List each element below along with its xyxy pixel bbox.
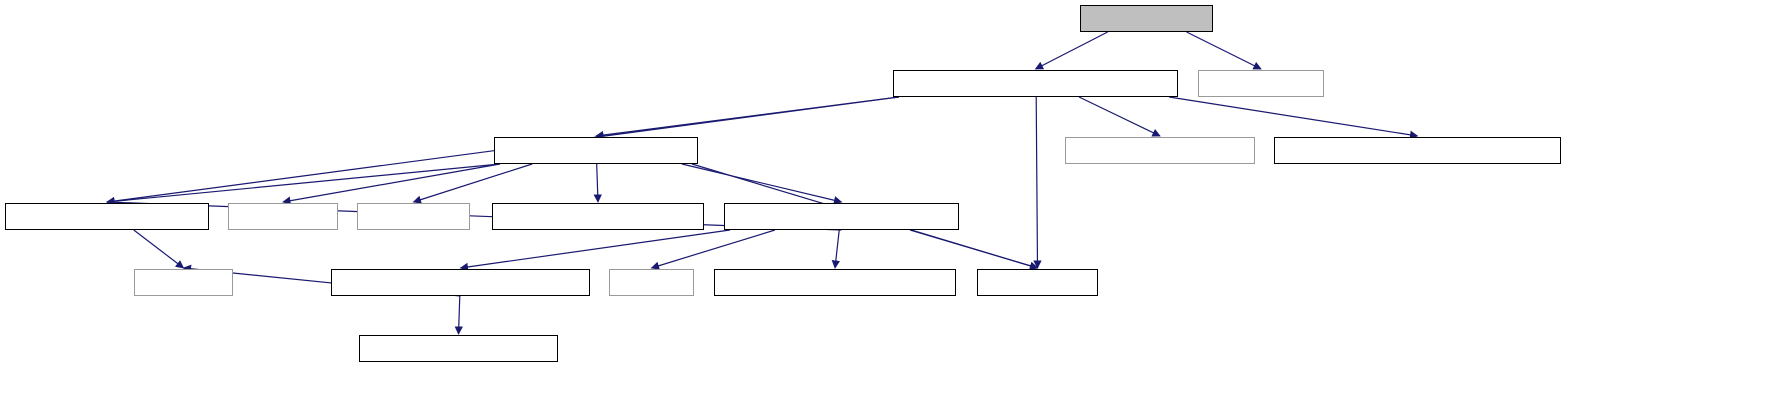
graph-edge xyxy=(133,229,185,269)
graph-edge xyxy=(282,163,501,205)
graph-node-orbsvcs-ssliop-ssliop-current-impl-inl[interactable] xyxy=(714,269,956,296)
graph-edge xyxy=(1033,96,1042,269)
graph-edge xyxy=(454,295,463,335)
graph-edge xyxy=(650,229,776,270)
graph-node-tao-iiop-acceptor-h[interactable] xyxy=(1198,70,1324,97)
graph-edge xyxy=(831,229,841,269)
graph-node-ace-config-all-h[interactable] xyxy=(134,269,233,296)
graph-node-tao-localobject-h[interactable] xyxy=(357,203,470,230)
graph-node-orbsvcs-ssliop-ssliop-current-h[interactable] xyxy=(494,137,698,164)
graph-edge xyxy=(1186,31,1262,70)
graph-edge xyxy=(106,163,501,206)
graph-node-iiop-ssl-acceptor-h[interactable] xyxy=(1080,5,1213,32)
graph-node-orbsvcs-security-sl3-securitycurrent-impl-h[interactable] xyxy=(331,269,590,296)
graph-edge xyxy=(909,229,1039,270)
graph-edge xyxy=(1034,31,1108,70)
graph-node-orbsvcs-ssliop-iiop-ssl-connection-handler-inl[interactable] xyxy=(1274,137,1561,164)
graph-edge xyxy=(595,96,900,140)
graph-edge xyxy=(593,163,602,203)
graph-node-orbsvcs-ssliopc-h[interactable] xyxy=(977,269,1098,296)
graph-node-orbsvcs-ssliop-ssliop-current-impl-h[interactable] xyxy=(724,203,959,230)
graph-node-orbsvcs-security-security-export-h[interactable] xyxy=(359,335,558,362)
graph-node-orbsvcs-ssliop-ssliop-export-h[interactable] xyxy=(5,203,209,230)
graph-node-openssl-ssl-h[interactable] xyxy=(609,269,694,296)
graph-node-tao-orb-core-h[interactable] xyxy=(228,203,338,230)
graph-node-tao-iiop-connection-handler-h[interactable] xyxy=(1065,137,1255,164)
graph-edge xyxy=(681,163,843,205)
graph-edge xyxy=(459,229,731,272)
graph-node-orbsvcs-ssliop-iiop-ssl-connection-handler-h[interactable] xyxy=(893,70,1178,97)
graph-edge xyxy=(412,163,533,204)
graph-node-orbsvcs-ssliop-ssliop-current-inl[interactable] xyxy=(492,203,704,230)
graph-edge xyxy=(1078,96,1161,137)
graph-edge xyxy=(1169,96,1419,139)
